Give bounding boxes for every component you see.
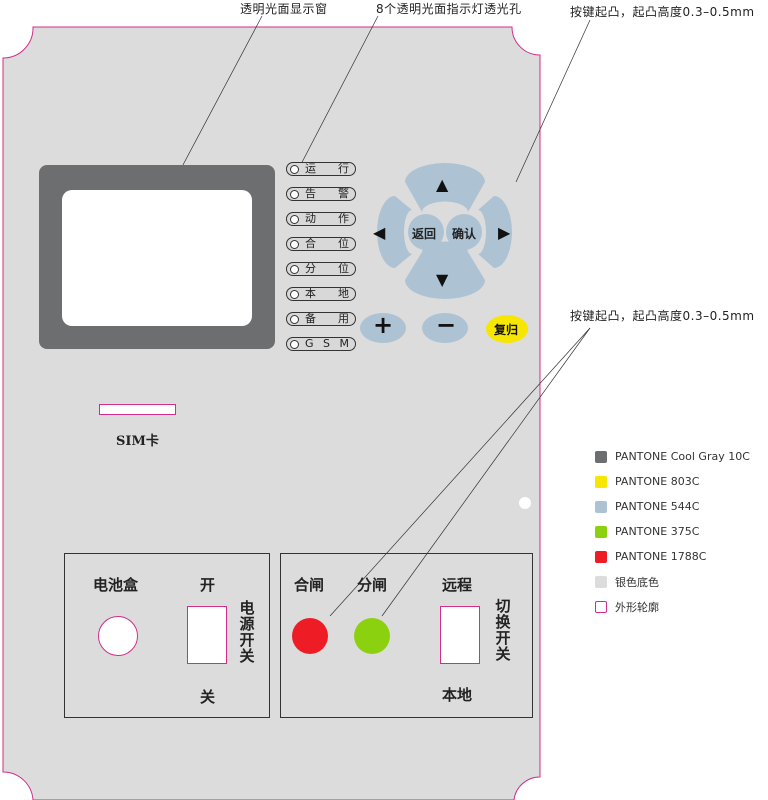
sim-label: SIM卡 [116, 434, 159, 449]
left-arrow-icon[interactable]: ◀ [373, 223, 386, 242]
callout-indicator-holes: 8个透明光面指示灯透光孔 [376, 2, 522, 16]
indicator-action: 动 作 [286, 212, 356, 226]
indicator-label: 合 位 [305, 237, 351, 250]
minus-button[interactable]: − [422, 311, 468, 343]
indicator-label: 备 用 [305, 312, 351, 325]
local-label: 本地 [442, 686, 473, 704]
indicator-label: 动 作 [305, 212, 351, 225]
leader-keys-close [329, 327, 591, 617]
legend-label: PANTONE 544C [615, 500, 700, 513]
leader-keys-top [515, 19, 591, 183]
mode-switch[interactable] [440, 606, 480, 664]
callout-raised-keys-mid: 按键起凸，起凸高度0.3–0.5mm [570, 309, 755, 323]
key-up [405, 163, 485, 212]
indicator-local: 本 地 [286, 287, 356, 301]
indicator-run: 运 行 [286, 162, 356, 176]
remote-label: 远程 [442, 576, 473, 594]
battery-label: 电池盒 [93, 576, 139, 594]
open-label: 分闸 [357, 576, 388, 594]
indicator-alarm: 告 警 [286, 187, 356, 201]
power-off-label: 关 [200, 688, 216, 706]
key-center-right [446, 214, 482, 250]
callout-raised-keys-top: 按键起凸，起凸高度0.3–0.5mm [570, 5, 755, 19]
key-right [478, 196, 512, 268]
legend-swatch [595, 600, 607, 613]
mode-switch-label: 切换开关 [495, 597, 511, 663]
legend-label: PANTONE 375C [615, 525, 700, 538]
legend-label: PANTONE 803C [615, 475, 700, 488]
legend-label: PANTONE Cool Gray 10C [615, 450, 750, 463]
battery-hole [98, 616, 138, 656]
legend-swatch [595, 550, 607, 563]
led-dot [290, 264, 299, 274]
sim-slot [99, 404, 176, 415]
key-down [405, 241, 485, 299]
indicator-open: 分 位 [286, 262, 356, 276]
legend-label: PANTONE 1788C [615, 550, 707, 563]
plus-button[interactable]: + [360, 311, 406, 343]
legend-label: 外形轮廓 [615, 600, 659, 614]
mounting-hole [519, 497, 531, 509]
up-arrow-icon[interactable]: ▲ [436, 175, 449, 194]
legend-item: PANTONE 1788C [595, 544, 750, 569]
down-arrow-icon[interactable]: ▼ [436, 270, 449, 289]
back-button[interactable]: 返回 [412, 227, 437, 241]
switch-panel [280, 553, 533, 718]
power-on-label: 开 [200, 576, 216, 594]
plus-icon: + [373, 311, 394, 339]
legend-label: 银色底色 [615, 575, 659, 589]
power-switch[interactable] [187, 606, 227, 664]
leader-keys-open [381, 327, 591, 617]
right-arrow-icon[interactable]: ▶ [498, 223, 511, 242]
led-dot [290, 289, 299, 299]
open-button[interactable] [354, 618, 390, 654]
indicator-label: G S M [305, 337, 351, 350]
close-button[interactable] [292, 618, 328, 654]
indicator-label: 运 行 [305, 162, 351, 175]
key-center-left [408, 214, 444, 250]
color-legend: PANTONE Cool Gray 10C PANTONE 803C PANTO… [595, 444, 750, 619]
power-switch-label: 电源开关 [239, 599, 255, 665]
battery-power-panel [64, 553, 270, 718]
led-dot [290, 214, 299, 224]
callout-display-window: 透明光面显示窗 [240, 2, 328, 16]
minus-icon: − [436, 311, 457, 339]
legend-swatch [595, 525, 607, 538]
led-dot [290, 239, 299, 249]
reset-button[interactable]: 复归 [486, 315, 528, 343]
legend-item: 外形轮廓 [595, 594, 750, 619]
indicator-closed: 合 位 [286, 237, 356, 251]
confirm-button[interactable]: 确认 [452, 227, 477, 241]
led-dot [290, 164, 299, 174]
led-dot [290, 339, 299, 349]
indicator-label: 本 地 [305, 287, 351, 300]
legend-item: PANTONE Cool Gray 10C [595, 444, 750, 469]
close-label: 合闸 [294, 576, 325, 594]
leader-indicator [297, 15, 379, 171]
legend-item: PANTONE 544C [595, 494, 750, 519]
reset-label: 复归 [494, 323, 519, 337]
legend-item: PANTONE 803C [595, 469, 750, 494]
legend-swatch [595, 500, 607, 513]
key-left [377, 196, 412, 268]
legend-item: PANTONE 375C [595, 519, 750, 544]
indicator-label: 分 位 [305, 262, 351, 275]
indicator-gsm: G S M [286, 337, 356, 351]
legend-swatch [595, 475, 607, 488]
display-window [62, 190, 252, 326]
indicator-label: 告 警 [305, 187, 351, 200]
led-dot [290, 314, 299, 324]
legend-item: 银色底色 [595, 569, 750, 594]
legend-swatch [595, 575, 607, 588]
indicator-standby: 备 用 [286, 312, 356, 326]
led-dot [290, 189, 299, 199]
legend-swatch [595, 450, 607, 463]
